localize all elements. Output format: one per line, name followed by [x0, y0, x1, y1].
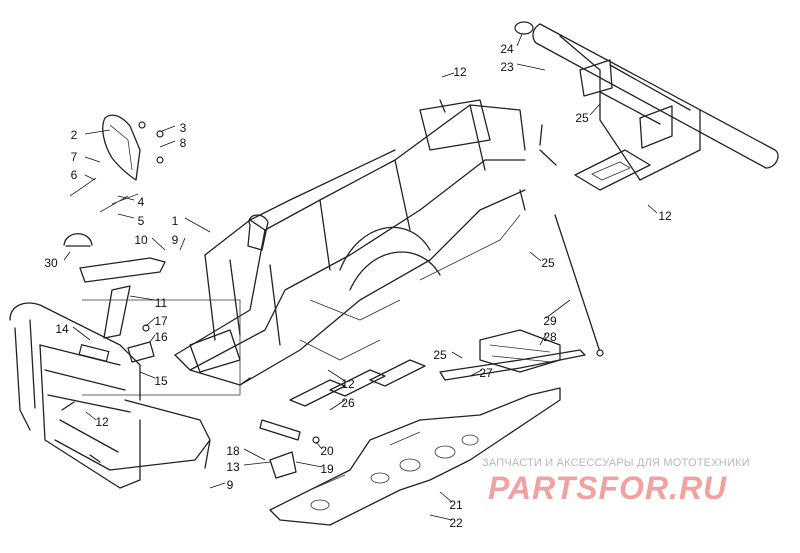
floor-plates: [289, 359, 426, 407]
callout-28: 28: [543, 330, 557, 344]
callout-21: 21: [449, 498, 463, 512]
callout-27: 27: [479, 366, 493, 380]
callout-12: 12: [658, 209, 672, 223]
callout-11: 11: [155, 296, 168, 310]
callout-25: 25: [541, 256, 555, 270]
callout-29: 29: [543, 314, 557, 328]
callout-14: 14: [55, 322, 69, 336]
callout-9: 9: [227, 478, 234, 492]
callout-12: 12: [453, 65, 467, 79]
main-frame: [174, 99, 557, 386]
brackets-left: [79, 257, 241, 396]
rod-part-29: [554, 214, 604, 357]
callout-23: 23: [500, 60, 514, 74]
callout-6: 6: [71, 168, 78, 182]
callout-12: 12: [341, 377, 355, 391]
callout-9: 9: [172, 233, 179, 247]
callout-7: 7: [71, 150, 78, 164]
callout-12: 12: [95, 415, 109, 429]
callout-10: 10: [134, 233, 148, 247]
callout-4: 4: [138, 195, 145, 209]
clamp-part-30: [63, 233, 93, 247]
callout-22: 22: [449, 516, 463, 530]
callout-24: 24: [500, 42, 514, 56]
headlight-bracket: [69, 114, 164, 213]
callout-25: 25: [575, 111, 589, 125]
callout-19: 19: [320, 462, 334, 476]
callout-30: 30: [44, 256, 58, 270]
callout-15: 15: [154, 374, 168, 388]
front-bumper: [9, 302, 211, 489]
watermark-logo: PARTSFOR.RU: [488, 470, 728, 506]
skid-plate: [269, 387, 561, 526]
bracket-part-16: [127, 324, 155, 363]
callout-16: 16: [154, 330, 168, 344]
callout-18: 18: [226, 444, 240, 458]
callout-25: 25: [433, 348, 447, 362]
callout-17: 17: [154, 314, 168, 328]
cap-part-24: [514, 21, 534, 35]
strap-part-19: [259, 419, 320, 479]
leader-lines: [63, 33, 658, 521]
bracket-part-28: [439, 329, 586, 381]
callout-26: 26: [341, 396, 355, 410]
callout-20: 20: [320, 444, 334, 458]
callout-1: 1: [172, 214, 179, 228]
watermark-caption: ЗАПЧАСТИ И АКСЕССУАРЫ ДЛЯ МОТОТЕХНИКИ: [482, 457, 750, 469]
callout-8: 8: [180, 136, 187, 150]
callout-2: 2: [71, 128, 78, 142]
callout-13: 13: [226, 460, 240, 474]
rear-rack: [514, 21, 779, 191]
callout-3: 3: [180, 121, 187, 135]
callout-5: 5: [138, 214, 145, 228]
